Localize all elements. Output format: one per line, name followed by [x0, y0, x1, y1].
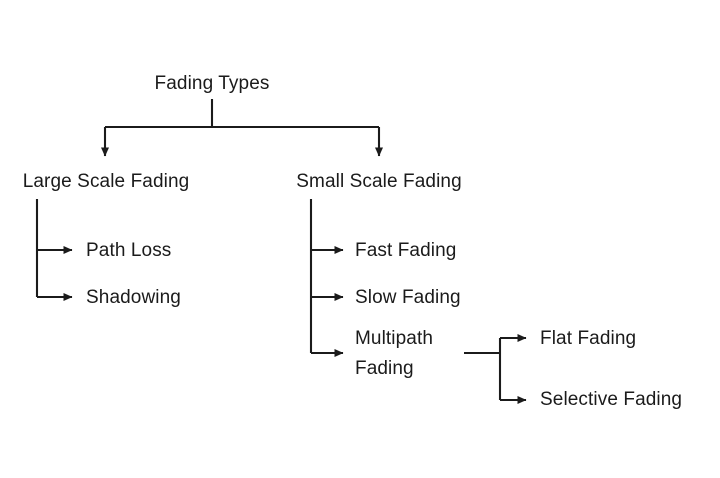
node-slow-fading: Slow Fading — [355, 287, 461, 308]
node-flat-fading: Flat Fading — [540, 328, 637, 349]
node-path-loss: Path Loss — [86, 240, 172, 261]
node-small-scale-fading: Small Scale Fading — [296, 171, 462, 192]
node-shadowing: Shadowing — [86, 287, 181, 308]
node-multipath-fading: Multipath Fading — [355, 328, 433, 379]
node-fading-types: Fading Types — [154, 73, 270, 94]
node-fast-fading: Fast Fading — [355, 240, 457, 261]
node-large-scale-fading: Large Scale Fading — [22, 171, 190, 192]
node-selective-fading: Selective Fading — [540, 389, 683, 410]
